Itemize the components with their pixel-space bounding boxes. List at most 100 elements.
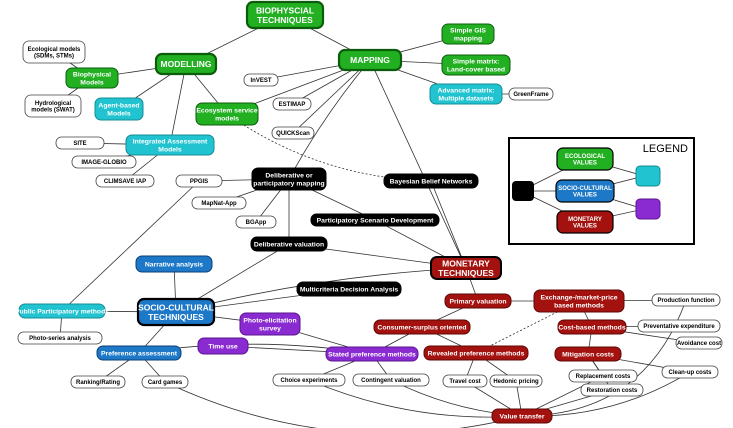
node-ecosystem-service-models-label: Ecosystem service	[196, 108, 257, 115]
node-integrated-assessment-label: Models	[158, 146, 182, 153]
node-greenframe-box	[508, 87, 554, 101]
node-mitigation-costs-box	[554, 346, 622, 362]
node-monetary-techniques-box	[430, 256, 502, 280]
node-preventative-expenditure-box	[637, 319, 721, 333]
legend-socio-cultural-values-label: SOCIO-CULTURAL	[558, 186, 612, 192]
node-mitigation-costs-label: Mitigation costs	[562, 351, 614, 358]
node-ecological-models-label: (SDMs, STMs)	[34, 54, 74, 60]
node-climsave-label: CLIMSAVE IAP	[104, 179, 146, 185]
node-value-transfer-box	[491, 408, 553, 424]
node-simple-gis-label: mapping	[454, 35, 482, 42]
node-climsave: CLIMSAVE IAP	[95, 174, 155, 188]
node-site-box	[55, 136, 105, 150]
node-replacement-costs: Replacement costs	[568, 369, 638, 383]
node-narrative-analysis-label: Narrative analysis	[145, 261, 203, 268]
node-clean-up-costs-box	[661, 365, 719, 379]
node-production-function: Production function	[651, 293, 721, 307]
node-socio-cultural-techniques-box	[136, 297, 216, 327]
node-restoration-costs-box	[580, 383, 644, 397]
edge-mapping-to-deliberative_mapping	[288, 59, 371, 180]
node-revealed-preference-box	[423, 345, 529, 361]
legend-ecological-values-label: VALUES	[573, 161, 597, 167]
node-simple-gis-label: Simple GIS	[450, 28, 486, 35]
node-ranking-rating: Ranking/Rating	[70, 375, 126, 389]
node-exchange-market-box	[533, 289, 625, 313]
node-integrated-assessment-box	[125, 134, 215, 156]
node-multicriteria: Multicriteria Decision Analysis	[296, 281, 402, 297]
node-time-use-box	[197, 337, 249, 355]
node-cost-based-label: Cost-based methods	[558, 324, 625, 331]
node-advanced-matrix-label: Multiple datasets	[438, 95, 493, 102]
node-avoidance-cost-label: Avoidance cost	[677, 341, 721, 347]
node-ppgis-box	[175, 174, 223, 188]
legend-purple-swatch	[635, 198, 661, 220]
node-bayesian: Bayesian Belief Networks	[383, 173, 479, 189]
edge-ppgis-to-public_participatory	[61, 180, 200, 312]
node-bayesian-label: Bayesian Belief Networks	[390, 178, 473, 185]
node-ranking-rating-box	[70, 375, 126, 389]
node-narrative-analysis: Narrative analysis	[135, 255, 213, 273]
node-mapnat-label: MapNat-App	[201, 201, 237, 207]
node-deliberative-mapping-label: participatory mapping	[253, 180, 324, 187]
node-contingent-valuation-label: Contingent valuation	[361, 378, 421, 384]
edge-mapping-to-monetary_techniques	[369, 59, 467, 269]
node-preventative-expenditure-label: Preventative expenditure	[643, 324, 715, 330]
node-estimap-box	[272, 97, 312, 111]
legend: LEGEND ECOLOGICALVALUESSOCIO-CULTURALVAL…	[508, 137, 695, 245]
node-value-transfer-label: Value transfer	[500, 413, 545, 420]
node-hedonic-pricing: Hedonic pricing	[489, 374, 543, 388]
node-stated-preference-box	[325, 346, 419, 362]
legend-title: LEGEND	[643, 143, 688, 155]
node-photo-series: Photo-series analysis	[17, 331, 103, 345]
node-biophysical-models-label: Biophysical	[73, 72, 111, 79]
node-cost-based-box	[557, 319, 627, 335]
node-estimap: ESTIMAP	[272, 97, 312, 111]
node-restoration-costs: Restoration costs	[580, 383, 644, 397]
node-revealed-preference: Revealed preference methods	[423, 345, 529, 361]
legend-monetary-values-box	[556, 210, 614, 234]
node-exchange-market-label: Exchange-/market-price	[540, 295, 617, 302]
node-mapping: MAPPING	[337, 48, 403, 72]
node-site-label: SITE	[73, 141, 86, 147]
node-hedonic-pricing-box	[489, 374, 543, 388]
node-clean-up-costs-label: Clean-up costs	[668, 370, 712, 376]
node-time-use-label: Time use	[208, 343, 238, 350]
node-hydrological-models-label: Hydrological	[35, 101, 72, 107]
node-choice-experiments: Choice experiments	[272, 373, 346, 387]
node-hydrological-models-label: models (SWAT)	[31, 108, 75, 114]
node-public-participatory-label: Public Participatory methods	[15, 308, 109, 315]
node-production-function-box	[651, 293, 721, 307]
node-ecosystem-service-models-label: models	[215, 115, 239, 122]
node-mapping-label: MAPPING	[350, 55, 390, 65]
node-time-use: Time use	[197, 337, 249, 355]
node-advanced-matrix: Advanced matrix:Multiple datasets	[429, 83, 503, 105]
node-site: SITE	[55, 136, 105, 150]
node-public-participatory: Public Participatory methods	[15, 303, 109, 319]
node-photo-elicitation-box	[239, 312, 301, 336]
node-modelling: MODELLING	[154, 52, 218, 76]
node-bgapp-box	[235, 215, 277, 229]
node-replacement-costs-box	[568, 369, 638, 383]
node-choice-experiments-label: Choice experiments	[280, 378, 338, 384]
node-cost-based: Cost-based methods	[557, 319, 627, 335]
node-agent-based-models-label: Models	[107, 110, 131, 117]
node-mapnat-box	[191, 196, 247, 210]
node-image-globio-label: IMAGE-GLOBIO	[81, 160, 127, 166]
node-preference-assessment-label: Preference assessment	[101, 350, 178, 357]
edge-card_games-to-value_transfer	[164, 381, 523, 428]
node-greenframe: GreenFrame	[508, 87, 554, 101]
legend-ecological-values-label: ECOLOGICAL	[565, 154, 605, 160]
node-card-games: Card games	[141, 375, 189, 389]
node-ecological-models-box	[22, 40, 86, 64]
node-preventative-expenditure: Preventative expenditure	[637, 319, 721, 333]
legend-socio-cultural-values-label: VALUES	[573, 193, 597, 199]
node-value-transfer: Value transfer	[491, 408, 553, 424]
